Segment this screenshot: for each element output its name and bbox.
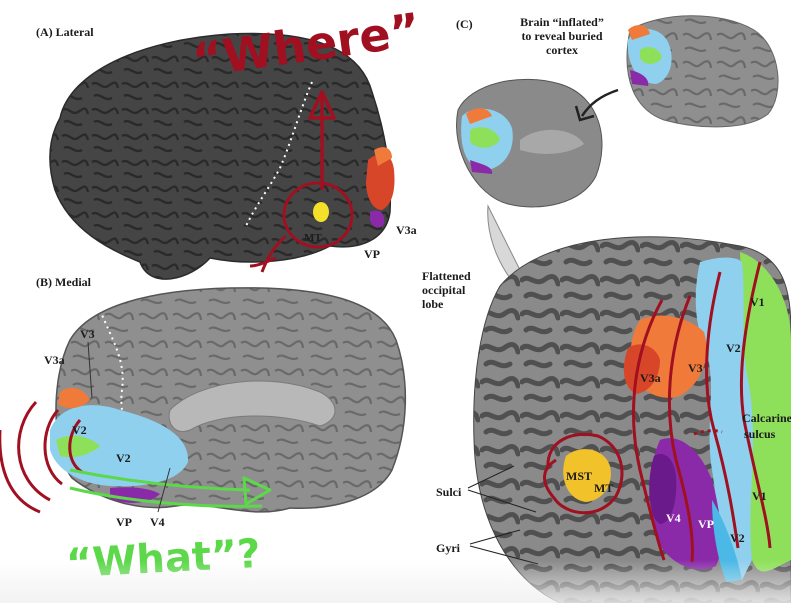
medial-v4-label: V4	[150, 515, 165, 529]
inflated-top-v3	[628, 25, 650, 40]
lateral-mt-label: MT	[304, 232, 322, 244]
flattened-caption-line-2: occipital	[422, 283, 466, 297]
inflated-caption-line-2: to reveal buried	[521, 29, 603, 43]
flat-ink-annotation	[543, 261, 772, 563]
flat-v4-violet	[649, 454, 677, 524]
panel-a-title: (A) Lateral	[36, 25, 94, 39]
v4-pointer-line	[157, 467, 171, 513]
panel-c-title: (C)	[456, 17, 473, 31]
sulci-label: Sulci	[436, 485, 462, 499]
where-tail-annotation	[249, 234, 287, 273]
lateral-cortex	[49, 32, 392, 280]
medial-v2-upper-label: V2	[72, 423, 87, 437]
flat-v3a-label: V3a	[640, 371, 661, 385]
flattened-caption-line-1: Flattened	[422, 269, 471, 283]
medial-corpus-callosum	[168, 380, 336, 432]
bottom-fade	[0, 560, 791, 603]
lateral-dotted-boundary	[244, 81, 313, 229]
flat-mst-label: MST	[566, 469, 593, 483]
sulci-pointer-lines	[467, 465, 537, 513]
flat-v2-upper-label: V2	[726, 341, 741, 355]
lateral-vp-label: VP	[364, 247, 380, 261]
lateral-v3-area	[374, 147, 392, 166]
inflated-caption-line-3: cortex	[546, 43, 578, 57]
panel-b-title: (B) Medial	[36, 275, 91, 289]
flat-v2-lower-label: V2	[730, 531, 745, 545]
flat-v2-blue	[695, 257, 754, 580]
medial-v3a-label: V3a	[44, 353, 65, 367]
flattened-lobe	[467, 236, 791, 604]
medial-v1-green-area	[56, 435, 100, 458]
flat-mt-yellow	[563, 449, 611, 502]
flattened-caption-line-3: lobe	[422, 297, 444, 311]
flat-v1-upper-label: V1	[750, 295, 765, 309]
lateral-vp-area	[370, 210, 385, 228]
lateral-mt-area	[313, 202, 329, 222]
medial-v3-label: V3	[80, 327, 95, 341]
inflated-middle-vp	[470, 160, 493, 174]
medial-vp-label: VP	[116, 515, 132, 529]
flat-v4-label: V4	[666, 511, 681, 525]
medial-brain	[0, 287, 407, 514]
lateral-v3a-area	[366, 154, 395, 210]
flat-v1-lower-label: V1	[752, 489, 767, 503]
flat-v1-green	[740, 252, 791, 572]
flat-vp-label: VP	[698, 517, 714, 531]
inflated-middle-v1	[470, 127, 500, 148]
flat-mt-label: MT	[594, 481, 614, 495]
lateral-v3a-label: V3a	[396, 223, 417, 237]
medial-dotted-boundary	[99, 309, 151, 471]
inflate-arrow	[574, 88, 619, 122]
medial-v2-blue-area	[50, 405, 189, 487]
inflated-top-v1	[640, 47, 662, 64]
inflated-middle-v3	[466, 108, 492, 124]
calcarine-label-line-2: sulcus	[744, 427, 776, 441]
inflated-middle-callosum	[520, 129, 584, 154]
medial-v2-lower-label: V2	[116, 451, 131, 465]
lateral-brain	[49, 32, 395, 280]
where-circle-annotation	[282, 181, 354, 249]
what-ink-annotation	[0, 400, 83, 514]
inflated-top-vp	[630, 70, 649, 86]
what-arrow-annotation	[69, 468, 272, 508]
flat-v3a-red	[623, 344, 660, 394]
v2-pointer-line	[87, 341, 93, 399]
calcarine-label-line-1: Calcarine	[742, 411, 791, 425]
where-arrow-annotation	[308, 90, 336, 190]
medial-v3a-area	[58, 387, 90, 409]
inflated-brains	[456, 15, 779, 297]
inflated-caption-line-1: Brain “inflated”	[520, 15, 604, 29]
flat-v3-label: V3	[688, 361, 703, 375]
gyri-label: Gyri	[436, 541, 460, 555]
